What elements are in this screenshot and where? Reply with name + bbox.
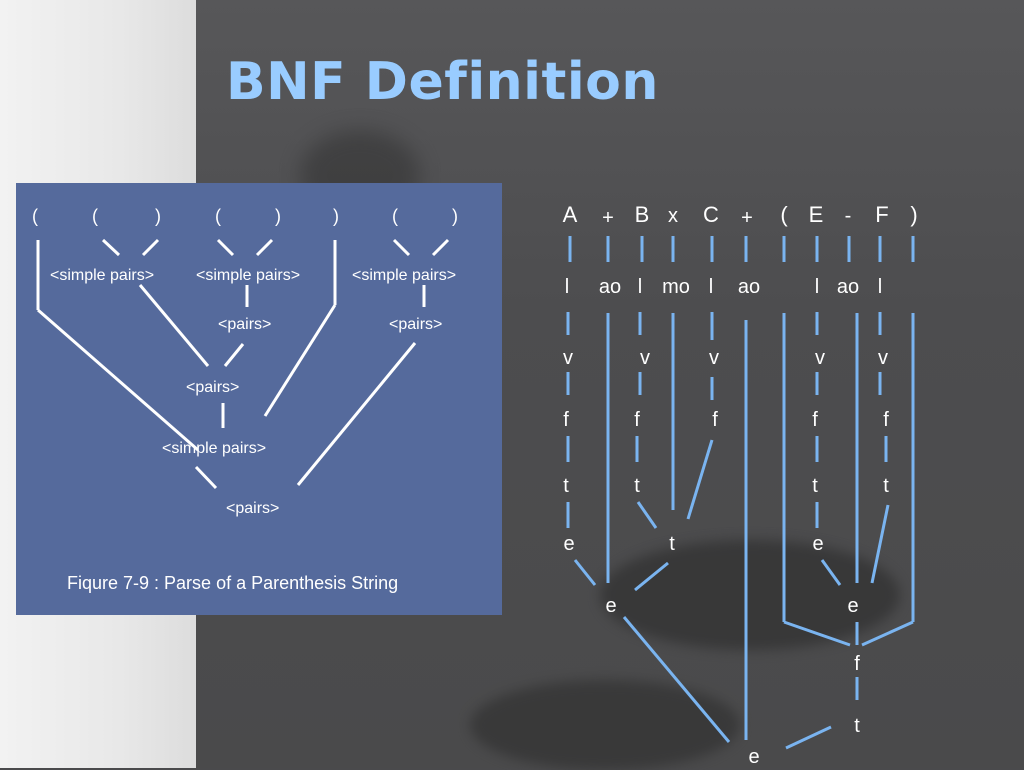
token: B	[635, 202, 650, 227]
node-simple-pairs: <simple pairs>	[50, 267, 154, 284]
node-e: e	[605, 595, 616, 617]
node-simple-pairs: <simple pairs>	[196, 267, 300, 284]
node-l: l	[638, 276, 642, 298]
node-l: l	[815, 276, 819, 298]
paren-token: )	[275, 206, 281, 226]
figure-caption: Fiqure 7-9 : Parse of a Parenthesis Stri…	[67, 573, 399, 593]
node-t: t	[812, 475, 818, 497]
node-ao: ao	[738, 276, 760, 298]
token: (	[780, 202, 788, 227]
token: F	[875, 202, 888, 227]
left-parse-tree: ( ( ) ( ) ) ( ) <simple pairs> <simple p…	[32, 206, 458, 517]
node-simple-pairs: <simple pairs>	[162, 440, 266, 457]
node-e-root: e	[748, 746, 759, 768]
paren-token: (	[32, 206, 38, 226]
token: +	[602, 207, 614, 229]
node-l: l	[565, 276, 569, 298]
node-pairs: <pairs>	[218, 316, 271, 333]
right-tree-edges	[566, 236, 915, 750]
paren-token: (	[92, 206, 98, 226]
node-e: e	[563, 533, 574, 555]
paren-token: )	[452, 206, 458, 226]
token: )	[910, 202, 917, 227]
node-v: v	[563, 347, 573, 369]
background-shadow	[600, 540, 900, 650]
token: E	[809, 202, 824, 227]
node-f: f	[812, 409, 818, 431]
node-e: e	[847, 595, 858, 617]
left-tree-edges	[36, 238, 450, 490]
node-f: f	[854, 653, 860, 675]
token: A	[563, 202, 578, 227]
paren-token: (	[392, 206, 398, 226]
node-pairs: <pairs>	[226, 500, 279, 517]
token: x	[668, 205, 678, 227]
token: C	[703, 202, 719, 227]
node-l: l	[709, 276, 713, 298]
slide-title: BNF Definition	[226, 52, 659, 112]
node-ao: ao	[599, 276, 621, 298]
node-t: t	[854, 715, 860, 737]
node-v: v	[709, 347, 719, 369]
node-pairs: <pairs>	[389, 316, 442, 333]
node-v: v	[878, 347, 888, 369]
paren-token: )	[333, 206, 339, 226]
node-f: f	[563, 409, 569, 431]
node-pairs: <pairs>	[186, 379, 239, 396]
paren-token: (	[215, 206, 221, 226]
node-t: t	[563, 475, 569, 497]
node-mo: mo	[662, 276, 690, 298]
paren-token: )	[155, 206, 161, 226]
node-ao: ao	[837, 276, 859, 298]
background-shadow	[470, 680, 740, 770]
node-simple-pairs: <simple pairs>	[352, 267, 456, 284]
node-e: e	[812, 533, 823, 555]
token: -	[845, 205, 852, 227]
right-parse-tree: A + B x C + ( E - F ) l ao l mo l ao l a…	[563, 202, 918, 768]
node-l: l	[878, 276, 882, 298]
node-f: f	[712, 409, 718, 431]
node-f: f	[634, 409, 640, 431]
node-t: t	[883, 475, 889, 497]
node-f: f	[883, 409, 889, 431]
node-v: v	[640, 347, 650, 369]
node-t: t	[634, 475, 640, 497]
node-t: t	[669, 533, 675, 555]
node-v: v	[815, 347, 825, 369]
token: +	[741, 207, 753, 229]
